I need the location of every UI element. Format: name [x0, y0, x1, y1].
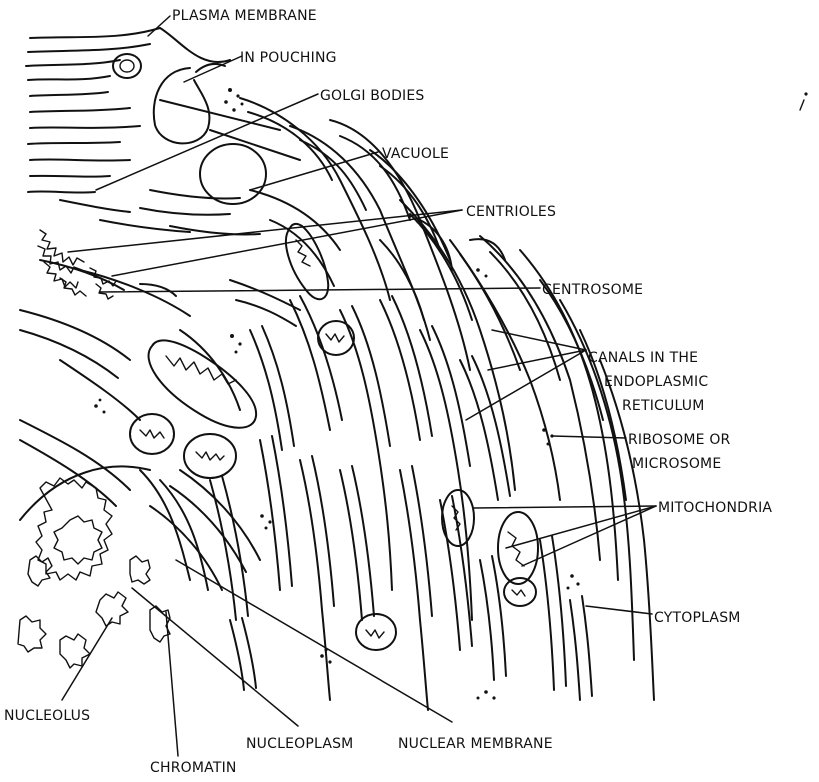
leader-cytoplasm — [586, 606, 652, 614]
mitochondrion — [356, 614, 396, 650]
endoplasmic-reticulum-canals — [20, 98, 654, 710]
leader-centrioles-2 — [112, 210, 462, 276]
leader-canals-2 — [488, 350, 586, 370]
label-nucleolus: NUCLEOLUS — [4, 708, 90, 724]
mitochondrion — [504, 578, 536, 606]
mitochondrion — [184, 434, 236, 478]
centrioles — [38, 230, 86, 296]
label-centrosome: CENTROSOME — [542, 282, 643, 298]
label-in-pouching: IN POUCHING — [240, 50, 337, 66]
label-chromatin: CHROMATIN — [150, 760, 237, 776]
label-mitochondria: MITOCHONDRIA — [658, 500, 772, 516]
leader-chromatin — [166, 612, 178, 756]
vesicle-top — [113, 54, 141, 78]
mitochondrion — [318, 321, 354, 355]
label-canals-line1: CANALS IN THE — [588, 350, 698, 366]
label-nuclear-membrane: NUCLEAR MEMBRANE — [398, 736, 553, 752]
label-golgi-bodies: GOLGI BODIES — [320, 88, 425, 104]
label-nucleoplasm: NUCLEOPLASM — [246, 736, 353, 752]
label-ribosome-line2: MICROSOME — [632, 456, 721, 472]
leader-mitochondria-2 — [506, 506, 656, 548]
leader-nucleolus — [62, 618, 112, 700]
label-canals-line3: RETICULUM — [622, 398, 705, 414]
leader-mitochondria-3 — [522, 506, 656, 566]
leader-nucleoplasm — [132, 588, 298, 726]
label-canals-line2: ENDOPLASMIC — [604, 374, 708, 390]
leader-vacuole — [250, 152, 378, 190]
mitochondrion — [442, 490, 474, 546]
leader-nuclear-membrane — [176, 560, 452, 722]
label-cytoplasm: CYTOPLASM — [654, 610, 741, 626]
leader-in-pouching — [184, 56, 242, 82]
leader-lines — [62, 16, 656, 756]
nuclear-membrane-arcs — [20, 467, 208, 590]
label-plasma-membrane: PLASMA MEMBRANE — [172, 8, 317, 24]
golgi-region — [60, 100, 300, 235]
mitochondrion — [149, 340, 257, 427]
leader-mitochondria-1 — [474, 506, 656, 508]
nucleolus — [18, 478, 170, 668]
mitochondrion — [286, 224, 328, 299]
vacuole — [200, 144, 266, 204]
stray-mark — [800, 100, 804, 110]
mitochondrion — [498, 512, 538, 584]
label-centrioles: CENTRIOLES — [466, 204, 556, 220]
leader-centrioles-1 — [68, 210, 462, 252]
mitochondrion — [130, 414, 174, 454]
label-vacuole: VACUOLE — [382, 146, 449, 162]
label-ribosome-line1: RIBOSOME OR — [628, 432, 731, 448]
labels: PLASMA MEMBRANE IN POUCHING GOLGI BODIES… — [4, 8, 772, 776]
